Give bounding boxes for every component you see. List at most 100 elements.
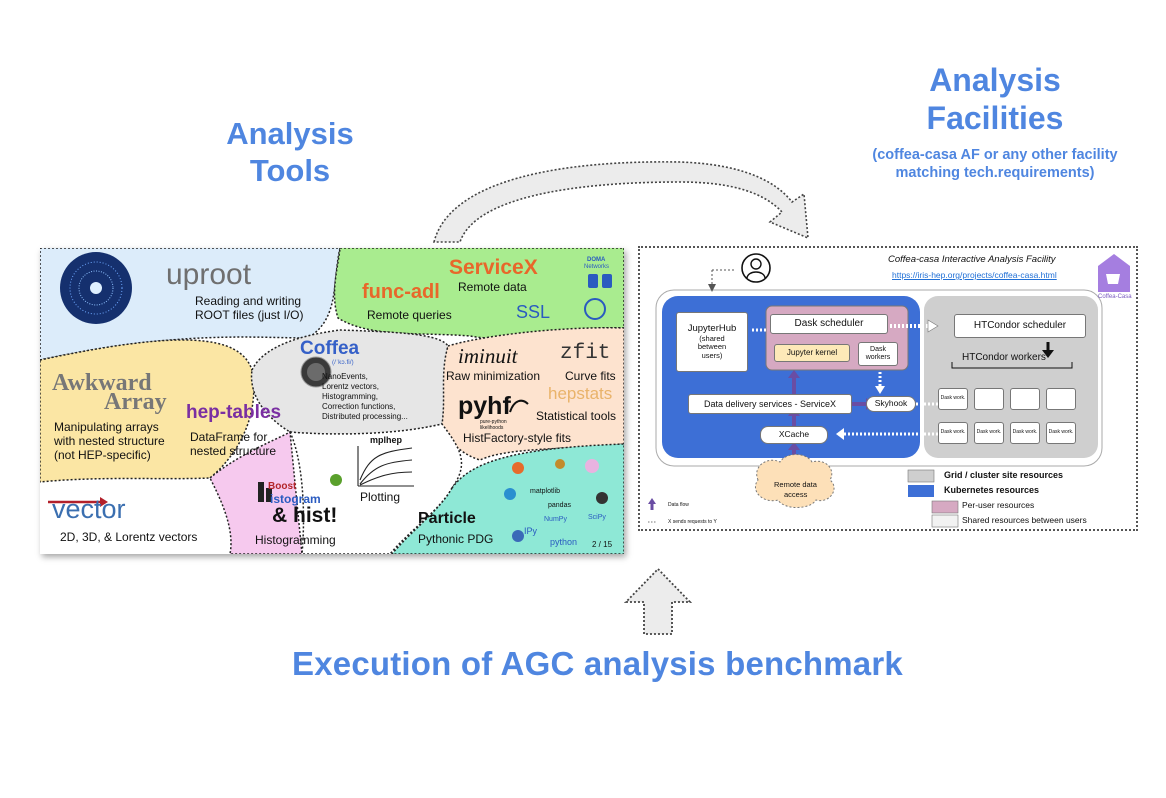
coffea-desc-line5: Distributed processing...: [322, 412, 408, 421]
analysis-facilities-title-line2: Facilities: [926, 99, 1064, 136]
dask-work-label: Dask work.: [1012, 429, 1038, 436]
hepstats-logo: hepstats: [548, 384, 613, 403]
htcondor-worker-node: Dask work.: [974, 422, 1004, 444]
awkward-logo-line2: Array: [104, 389, 167, 415]
analysis-tools-panel: uproot Reading and writing ROOT files (j…: [40, 248, 624, 554]
heptables-desc-line2: nested structure: [190, 444, 277, 458]
jupyterhub-label-line3: between: [697, 342, 727, 352]
htcondor-worker-node: Dask work.: [938, 422, 968, 444]
heptables-logo: hep-tables: [186, 402, 282, 423]
analysis-facilities-subtitle: (coffea-casa AF or any other facility ma…: [860, 146, 1130, 182]
iminuit-desc: Raw minimization: [446, 369, 541, 383]
analysis-facilities-subtitle-line2: matching tech.requirements): [895, 165, 1095, 182]
legend-x-sends: X sends requests to Y: [668, 519, 717, 525]
htcondor-worker-node: Dask work.: [938, 388, 968, 410]
zfit-logo: zfit: [560, 342, 611, 365]
uproot-desc-line1: Reading and writing: [195, 294, 302, 308]
dask-workers-label-line1: Dask: [870, 345, 886, 353]
zone-hist: [209, 430, 303, 554]
servicex-logo: ServiceX: [449, 256, 538, 279]
hist-logo-line3: & hist!: [272, 504, 338, 527]
ecosystem-matplotlib: matplotlib: [530, 488, 560, 495]
tools-zones: [40, 248, 624, 554]
jupyterhub-label-line4: users): [701, 350, 723, 360]
mplhep-plot: [357, 446, 414, 487]
coffea-logo: Coffea: [300, 338, 360, 359]
mplhep-desc: Plotting: [360, 490, 401, 504]
coffea-desc-line4: Correction functions,: [322, 402, 396, 411]
awkward-desc-line1: Manipulating arrays: [54, 420, 159, 434]
hist-logo-line1: Boost: [268, 481, 297, 492]
mplhep-logo: mplhep: [370, 435, 403, 445]
analysis-facilities-title: Analysis Facilities: [880, 62, 1110, 138]
zone-fits: [441, 327, 624, 461]
analysis-facilities-subtitle-line1: (coffea-casa AF or any other facility: [872, 147, 1118, 163]
remote-data-label-line2: access: [784, 490, 808, 499]
uproot-logo: uproot: [166, 258, 252, 291]
uproot-desc-line2: ROOT files (just I/O): [195, 308, 304, 322]
legend-kubernetes: Kubernetes resources: [944, 485, 1040, 495]
htcondor-worker-node: Dask work.: [1010, 422, 1040, 444]
vector-logo: vector: [52, 494, 126, 524]
htcondor-worker-node: [974, 388, 1004, 410]
analysis-facilities-title-line1: Analysis: [929, 62, 1061, 98]
dask-work-label: Dask work.: [940, 395, 966, 402]
hist-desc: Histogramming: [255, 533, 336, 547]
legend-shared: Shared resources between users: [962, 515, 1087, 525]
xcache-box: XCache: [760, 426, 828, 444]
coffea-desc-line1: NanoEvents,: [322, 372, 368, 381]
pyhf-sub-line2: likelihoods: [480, 425, 504, 431]
dask-scheduler-box: Dask scheduler: [770, 314, 888, 334]
pyhf-desc: HistFactory-style fits: [463, 431, 572, 445]
coffea-desc-line2: Lorentz vectors,: [322, 382, 379, 391]
coffea-desc-line3: Histogramming,: [322, 392, 379, 401]
jupyterhub-label-line2: (shared: [699, 333, 725, 343]
htcondor-workers-label: HTCondor workers: [962, 352, 1046, 363]
ecosystem-ipy: IPy: [524, 526, 538, 536]
servicex-desc: Remote data: [458, 280, 527, 294]
hepstats-desc: Statistical tools: [536, 409, 617, 423]
htcondor-worker-node: [1010, 388, 1040, 410]
pyhf-logo: pyhf: [458, 392, 511, 420]
zone-plotting: [289, 423, 463, 554]
awkward-desc-line3: (not HEP-specific): [54, 448, 151, 462]
ecosystem-pandas: pandas: [548, 502, 571, 509]
doma-label-line2: Networks: [584, 264, 610, 270]
analysis-tools-title-line1: Analysis: [226, 116, 354, 151]
up-arrow-icon: [623, 567, 693, 635]
data-delivery-box: Data delivery services - ServiceX: [688, 394, 852, 414]
analysis-tools-title: Analysis Tools: [200, 116, 380, 189]
facility-url[interactable]: https://iris-hep.org/projects/coffea-cas…: [892, 270, 1057, 280]
doma-label-line1: DOMA: [587, 257, 606, 263]
heptables-desc-line1: DataFrame for: [190, 430, 268, 444]
zone-awkward: [40, 339, 255, 483]
zone-servicex: [333, 248, 624, 339]
dask-workers-box: Dask workers: [858, 342, 898, 366]
funcadl-logo: func-adl: [362, 281, 440, 303]
awkward-logo-line1: Awkward: [52, 370, 152, 396]
dask-work-label: Dask work.: [976, 429, 1002, 436]
vector-desc: 2D, 3D, & Lorentz vectors: [60, 530, 198, 544]
agc-benchmark-title: Execution of AGC analysis benchmark: [292, 645, 903, 682]
coffea-casa-logo-label: Coffea-Casa: [1098, 294, 1132, 300]
jupyter-kernel-box: Jupyter kernel: [774, 344, 850, 362]
iminuit-logo: iminuit: [458, 344, 518, 368]
page-number: 2 / 15: [592, 540, 613, 549]
funcadl-desc: Remote queries: [367, 308, 452, 322]
zfit-desc: Curve fits: [565, 369, 616, 383]
skyhook-box: Skyhook: [866, 396, 916, 412]
curved-arrow-icon: [432, 161, 809, 243]
awkward-desc-line2: with nested structure: [54, 434, 165, 448]
legend-grid: Grid / cluster site resources: [944, 470, 1064, 480]
analysis-facility-panel: Coffea-casa Interactive Analysis Facilit…: [638, 246, 1138, 531]
ecosystem-numpy: NumPy: [544, 516, 567, 523]
ecosystem-python: python: [550, 537, 578, 547]
hist-logo-line2: istogram: [270, 492, 321, 506]
htcondor-worker-node: [1046, 388, 1076, 410]
ecosystem-scipy: SciPy: [588, 514, 606, 521]
legend-data-flow: Data flow: [668, 502, 689, 508]
dask-workers-label-line2: workers: [865, 354, 891, 361]
jupyterhub-box: JupyterHub (shared between users): [676, 312, 748, 372]
jupyterhub-label-line1: JupyterHub: [687, 322, 737, 334]
dask-work-label: Dask work.: [1048, 429, 1074, 436]
